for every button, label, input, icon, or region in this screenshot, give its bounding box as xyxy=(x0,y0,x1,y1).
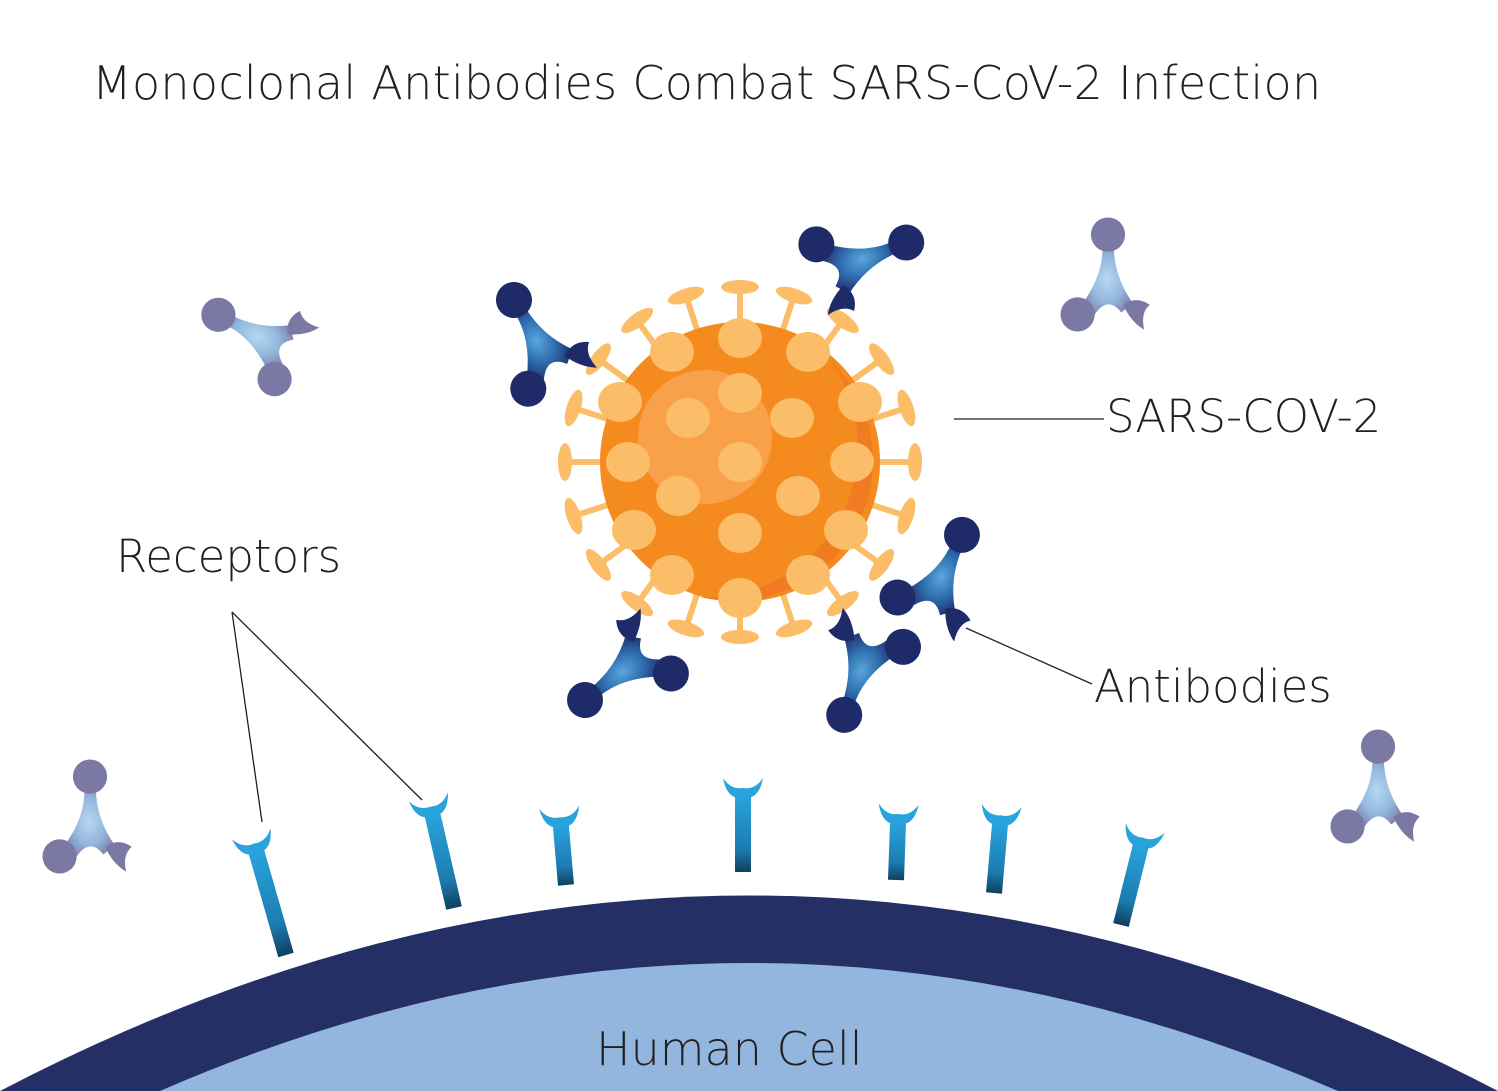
virus-surface-dot xyxy=(776,476,820,516)
virus-surface-dot xyxy=(718,442,762,482)
free-antibodies xyxy=(42,217,1420,874)
virus-surface-dot xyxy=(718,318,762,358)
virus-label: SARS-COV-2 xyxy=(1106,390,1382,443)
virus-surface-dot xyxy=(650,555,694,595)
antibody xyxy=(1330,729,1420,844)
receptors-leader-line xyxy=(231,611,263,823)
receptors-leader-line xyxy=(231,611,423,801)
virus-surface-dot xyxy=(786,555,830,595)
antibody xyxy=(496,281,597,407)
receptor xyxy=(878,803,919,881)
receptors-group xyxy=(232,778,1165,958)
antibody xyxy=(826,607,922,733)
antibody xyxy=(567,608,689,719)
virus-surface-dot xyxy=(786,332,830,372)
virus-surface-dot xyxy=(666,398,710,438)
virus-surface-dot xyxy=(718,373,762,413)
diagram-title: Monoclonal Antibodies Combat SARS-CoV-2 … xyxy=(92,56,1322,110)
antibody xyxy=(798,224,925,316)
receptor xyxy=(539,805,580,886)
virus-surface-dot xyxy=(598,382,642,422)
virus-surface-dot xyxy=(718,578,762,618)
receptor xyxy=(1113,823,1165,927)
virus-surface-dot xyxy=(612,510,656,550)
virus-surface-dot xyxy=(650,332,694,372)
virus-surface-dot xyxy=(718,513,762,553)
antibody xyxy=(42,759,132,874)
antibody xyxy=(1060,217,1150,332)
receptors-label: Receptors xyxy=(116,530,342,583)
antibody xyxy=(201,297,320,397)
human-cell xyxy=(0,895,1498,1091)
antibody xyxy=(879,516,980,642)
leader-lines xyxy=(231,418,1104,823)
virus-surface-dot xyxy=(770,398,814,438)
virus-surface-dot xyxy=(824,510,868,550)
antibodies-label: Antibodies xyxy=(1094,660,1332,713)
receptor xyxy=(723,778,763,872)
receptor xyxy=(981,803,1022,894)
antibodies-leader-line xyxy=(965,627,1093,685)
receptor xyxy=(232,828,294,958)
virus-particle xyxy=(558,280,922,644)
cell-label: Human Cell xyxy=(596,1022,863,1076)
virus-surface-dot xyxy=(606,442,650,482)
bound-antibodies xyxy=(496,224,980,733)
virus-surface-dot xyxy=(838,382,882,422)
cell-interior xyxy=(160,963,1338,1091)
receptor xyxy=(408,792,462,910)
virus-surface-dot xyxy=(656,476,700,516)
virus-surface-dot xyxy=(830,442,874,482)
virus-surface-dots xyxy=(598,318,882,618)
